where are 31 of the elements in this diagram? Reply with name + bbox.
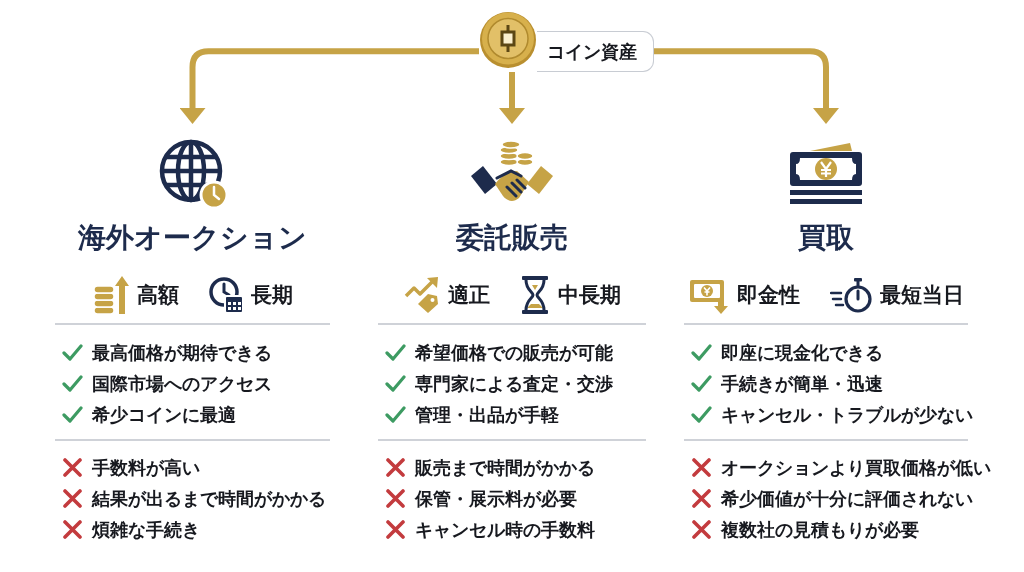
advantage-item: 希望価格での販売が可能 bbox=[415, 340, 613, 365]
feature-label: 長期 bbox=[250, 282, 293, 309]
advantage-item: 希少コインに最適 bbox=[92, 402, 236, 427]
feature-label: 最短当日 bbox=[879, 282, 964, 309]
advantage-item: 手続きが簡単・迅速 bbox=[721, 371, 883, 396]
feature-label: 中長期 bbox=[557, 282, 621, 309]
disadvantage-item: キャンセル時の手数料 bbox=[415, 517, 595, 542]
connector-arrow bbox=[654, 48, 839, 124]
column-heading: 海外オークション bbox=[78, 221, 307, 255]
advantage-item: 即座に現金化できる bbox=[721, 340, 883, 365]
connector-arrow bbox=[499, 72, 525, 124]
advantage-item: 専門家による査定・交渉 bbox=[415, 371, 613, 396]
advantage-item: 管理・出品が手軽 bbox=[415, 402, 559, 427]
advantage-item: 国際市場へのアクセス bbox=[92, 371, 272, 396]
advantage-item: 最高価格が期待できる bbox=[92, 340, 272, 365]
advantage-item: キャンセル・トラブルが少ない bbox=[721, 402, 973, 427]
disadvantage-item: 煩雑な手続き bbox=[92, 517, 200, 542]
column-heading: 買取 bbox=[798, 221, 854, 255]
disadvantage-item: オークションより買取価格が低い bbox=[721, 455, 991, 480]
feature-label: 適正 bbox=[447, 282, 490, 309]
feature-label: 高額 bbox=[136, 282, 179, 309]
asset-label: コイン資産 bbox=[537, 31, 654, 72]
disadvantage-item: 複数社の見積もりが必要 bbox=[721, 517, 919, 542]
column-heading: 委託販売 bbox=[456, 221, 568, 255]
disadvantage-item: 希少価値が十分に評価されない bbox=[721, 486, 973, 511]
disadvantage-item: 結果が出るまで時間がかかる bbox=[92, 486, 326, 511]
disadvantage-item: 手数料が高い bbox=[92, 455, 200, 480]
feature-label: 即金性 bbox=[736, 282, 800, 309]
connector-arrow bbox=[179, 48, 479, 124]
disadvantage-item: 販売まで時間がかかる bbox=[415, 455, 595, 480]
disadvantage-item: 保管・展示料が必要 bbox=[415, 486, 577, 511]
